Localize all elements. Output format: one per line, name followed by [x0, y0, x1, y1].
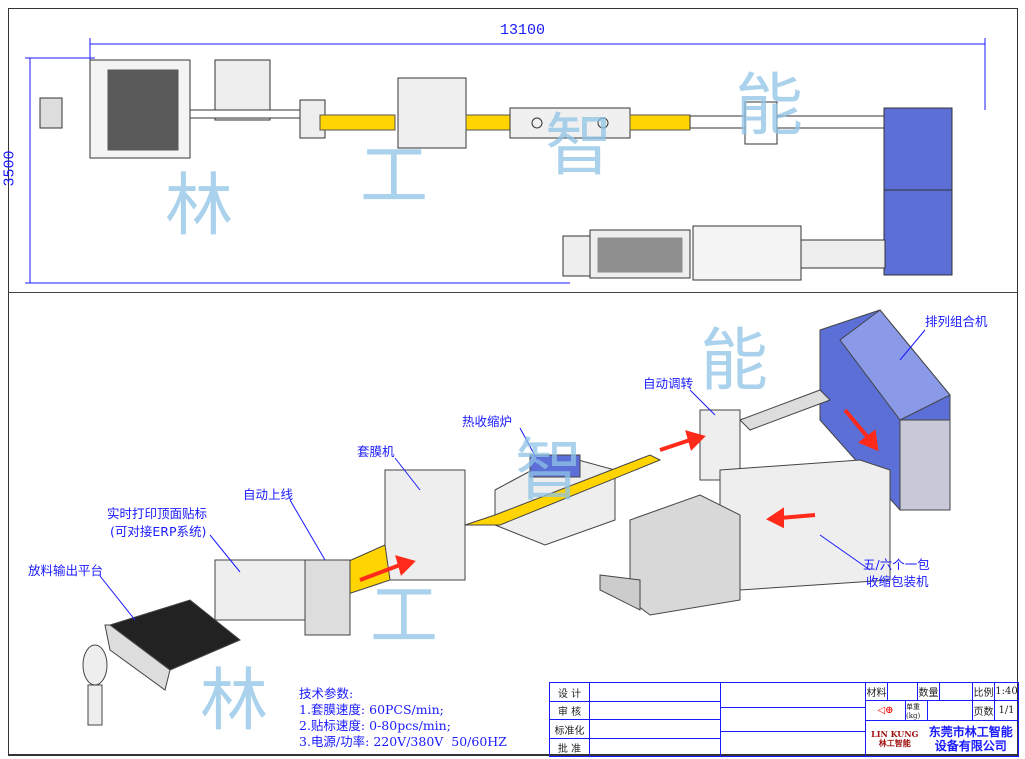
tb-weight: 单重(kg): [906, 701, 928, 721]
dimension-13100: [89, 38, 986, 110]
tb-pages: 1/1: [995, 701, 1019, 721]
tb-field: [590, 720, 721, 739]
tb-field: [721, 732, 866, 757]
param-item: 3.电源/功率: 220V/380V 50/60HZ: [299, 734, 507, 749]
tb-field: [928, 701, 973, 721]
projection-symbol-icon: ◁⊕: [866, 701, 906, 721]
label-print: 实时打印顶面贴标: [107, 506, 208, 521]
label-film-sleeve: 套膜机: [357, 444, 395, 459]
label-auto-turn: 自动调转: [643, 376, 694, 391]
watermark: 智: [545, 107, 614, 186]
label-pack-1: 五/六个一包: [863, 557, 930, 572]
label-discharge: 放料输出平台: [28, 563, 104, 578]
tb-quantity: 数量: [918, 683, 940, 701]
dimension-length: 13100: [500, 22, 546, 39]
watermark: 智: [515, 432, 584, 511]
label-pack-2: 收缩包装机: [866, 574, 929, 589]
param-item: 2.贴标速度: 0-80pcs/min;: [299, 718, 451, 733]
leader-lines: [99, 329, 926, 621]
watermark: 工: [360, 137, 429, 216]
dimension-width: 3500: [1, 150, 19, 187]
dimension-3500: [25, 57, 570, 284]
tb-field: [721, 708, 866, 732]
tb-field: [590, 702, 721, 720]
title-block: 设 计 审 核 标准化 批 准 材料 数量 比例 1:40 ◁⊕ 单重(kg) …: [549, 682, 1019, 757]
watermark: 能: [735, 67, 804, 146]
params-title: 技术参数:: [299, 686, 354, 701]
label-heat-shrink: 热收缩炉: [462, 414, 513, 429]
tb-field: [940, 683, 973, 701]
tb-approve: 批 准: [550, 739, 590, 757]
flow-arrows: [359, 408, 879, 582]
company-name: 东莞市林工智能设备有限公司: [928, 724, 1013, 753]
watermark: 林: [200, 662, 269, 741]
tb-field: [590, 683, 721, 702]
watermark: 能: [700, 322, 769, 401]
plan-view: [39, 59, 953, 281]
view-separator: [8, 292, 1018, 293]
watermark: 林: [165, 167, 234, 246]
label-erp: (可对接ERP系统): [110, 524, 207, 539]
drawing-frame: [8, 8, 1018, 756]
watermark: 工: [370, 577, 439, 656]
tb-review: 审 核: [550, 702, 590, 720]
tb-standard: 标准化: [550, 720, 590, 739]
label-auto-feed: 自动上线: [243, 487, 294, 502]
tb-field: [721, 683, 866, 708]
tb-field: [888, 683, 918, 701]
tb-pages-label: 页数: [973, 701, 995, 721]
isometric-view: [82, 309, 951, 726]
tb-design: 设 计: [550, 683, 590, 702]
tb-scale-label: 比例: [973, 683, 995, 701]
tb-material: 材料: [866, 683, 888, 701]
tech-params: 技术参数:1.套膜速度: 60PCS/min;2.贴标速度: 0-80pcs/m…: [299, 686, 507, 750]
tb-scale: 1:40: [995, 683, 1019, 701]
param-item: 1.套膜速度: 60PCS/min;: [299, 702, 444, 717]
tb-field: [590, 739, 721, 757]
label-arrange-combine: 排列组合机: [925, 314, 988, 329]
